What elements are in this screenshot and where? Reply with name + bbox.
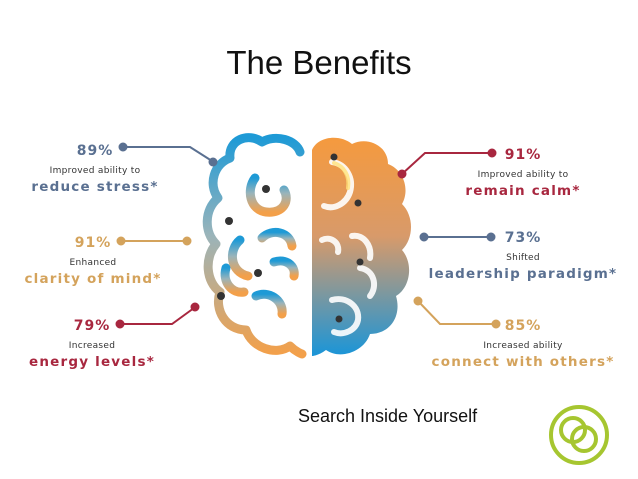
right-node-dots: [330, 153, 364, 323]
stat-caption: Increased: [68, 341, 116, 351]
stat-caption: Increased ability: [483, 341, 563, 351]
stat-caption: Shifted: [506, 253, 540, 263]
left-node-dots: [217, 185, 270, 300]
connector-remain-calm: [397, 148, 497, 179]
sisi-logo-icon: [549, 405, 609, 465]
connector-clarity-of-mind: [116, 236, 192, 246]
stat-remain-calm: 91% Improved ability to remain calm*: [428, 147, 618, 199]
left-hemisphere: [202, 133, 307, 361]
connector-leadership-paradigm: [419, 232, 496, 242]
stat-clarity-of-mind: 91% Enhanced clarity of mind*: [0, 235, 188, 287]
tagline: Search Inside Yourself: [298, 406, 478, 426]
stat-benefit: reduce stress*: [31, 179, 159, 195]
stat-benefit: energy levels*: [28, 354, 155, 370]
stat-percent: 91%: [504, 147, 542, 163]
stat-caption: Improved ability to: [477, 170, 569, 180]
stat-percent: 91%: [74, 235, 112, 251]
stat-benefit: remain calm*: [465, 183, 581, 199]
stat-percent: 79%: [73, 318, 111, 334]
stat-energy-levels: 79% Increased energy levels*: [0, 318, 187, 370]
right-hemisphere: [312, 137, 411, 356]
stat-percent: 85%: [504, 318, 542, 334]
stat-percent: 89%: [76, 143, 114, 159]
page-title: The Benefits: [226, 44, 412, 81]
stat-percent: 73%: [504, 230, 542, 246]
connector-energy-levels: [115, 302, 200, 329]
stat-benefit: connect with others*: [431, 354, 615, 370]
connector-connect-with-others: [413, 296, 501, 329]
stat-benefit: leadership paradigm*: [428, 266, 618, 282]
stat-benefit: clarity of mind*: [24, 271, 162, 287]
connector-reduce-stress: [118, 142, 218, 167]
stat-caption: Improved ability to: [49, 166, 141, 176]
stat-leadership-paradigm: 73% Shifted leadership paradigm*: [428, 230, 618, 282]
stat-caption: Enhanced: [69, 258, 117, 268]
stat-reduce-stress: 89% Improved ability to reduce stress*: [0, 143, 190, 195]
stat-connect-with-others: 85% Increased ability connect with other…: [428, 318, 618, 370]
